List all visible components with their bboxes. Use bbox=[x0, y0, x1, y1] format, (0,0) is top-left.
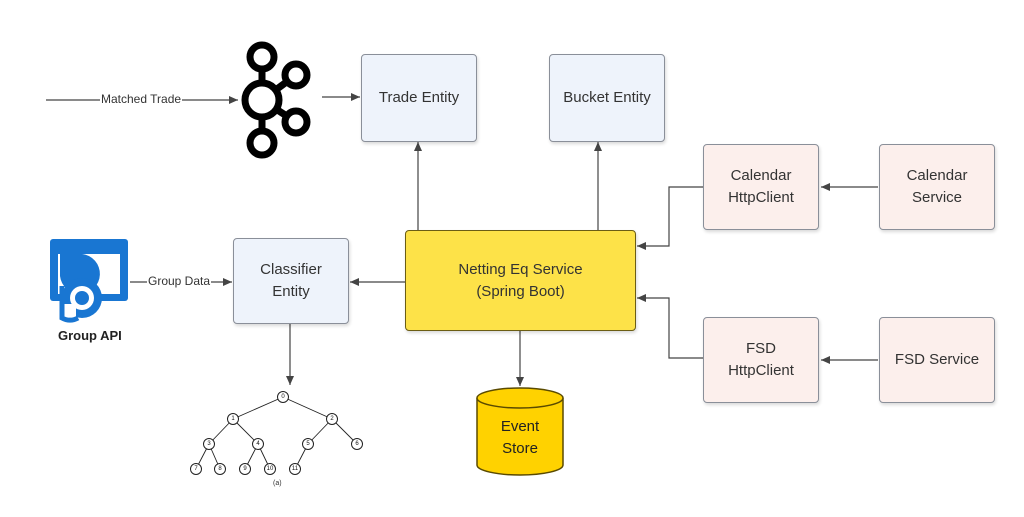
tree-node-10: 10 bbox=[264, 463, 276, 475]
classifier-entity-box[interactable]: Classifier Entity bbox=[233, 238, 349, 324]
tree-caption: (a) bbox=[273, 480, 282, 487]
fsd-client-box[interactable]: FSD HttpClient bbox=[703, 317, 819, 403]
tree-node-1: 1 bbox=[227, 413, 239, 425]
bucket-entity-box[interactable]: Bucket Entity bbox=[549, 54, 665, 142]
tree-node-2: 2 bbox=[326, 413, 338, 425]
edge-fsd-client-to-service bbox=[637, 294, 703, 359]
group-api-caption: Group API bbox=[58, 328, 122, 343]
calendar-client-box[interactable]: Calendar HttpClient bbox=[703, 144, 819, 230]
tree-node-3: 3 bbox=[203, 438, 215, 450]
matched-trade-label: Matched Trade bbox=[100, 92, 183, 106]
tree-node-7: 7 bbox=[190, 463, 202, 475]
tree-node-4: 4 bbox=[252, 438, 264, 450]
binary-tree bbox=[195, 396, 358, 470]
tree-node-8: 8 bbox=[214, 463, 226, 475]
group-data-label: Group Data bbox=[147, 274, 212, 288]
calendar-service-box[interactable]: Calendar Service bbox=[879, 144, 995, 230]
event-store-cylinder bbox=[476, 387, 564, 476]
tree-node-5: 5 bbox=[302, 438, 314, 450]
edge-calendar-client-to-service bbox=[637, 186, 703, 250]
fsd-service-box[interactable]: FSD Service bbox=[879, 317, 995, 403]
trade-entity-box[interactable]: Trade Entity bbox=[361, 54, 477, 142]
tree-node-11: 11 bbox=[289, 463, 301, 475]
kafka-logo-icon bbox=[241, 41, 311, 159]
tree-node-6: 6 bbox=[351, 438, 363, 450]
netting-service-box[interactable]: Netting Eq Service (Spring Boot) bbox=[405, 230, 636, 331]
tree-node-0: 0 bbox=[277, 391, 289, 403]
group-api-icon bbox=[50, 239, 128, 326]
event-store-label[interactable]: Event Store bbox=[500, 418, 540, 457]
tree-node-9: 9 bbox=[239, 463, 251, 475]
